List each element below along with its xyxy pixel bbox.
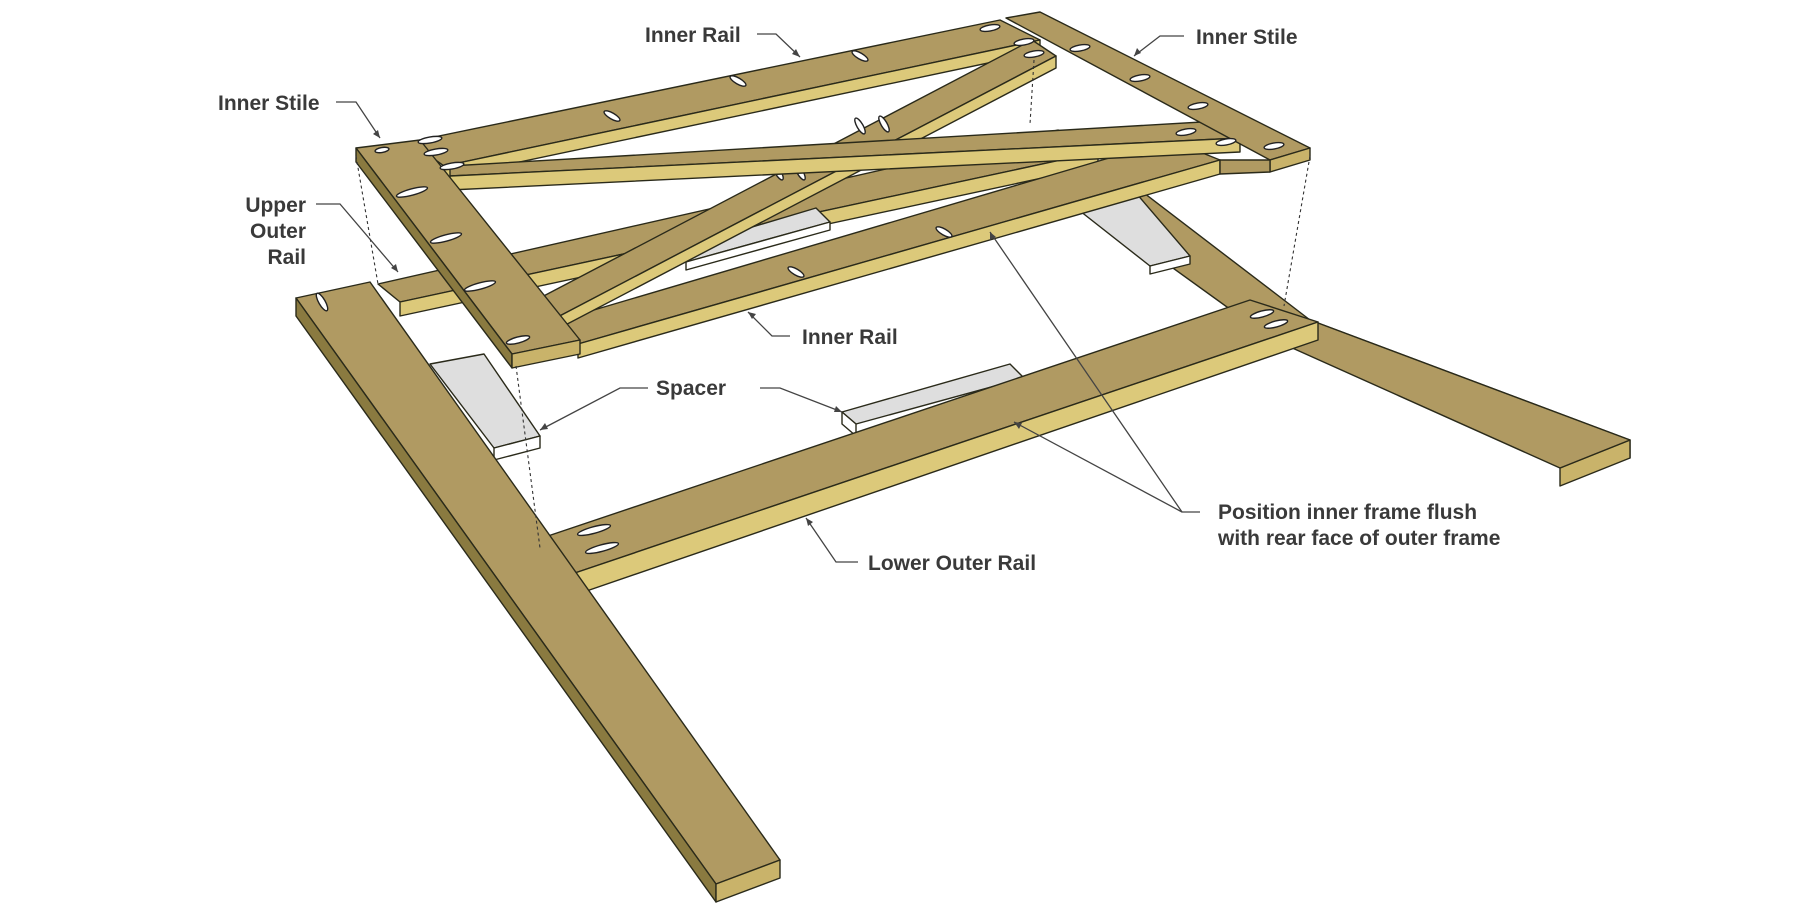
pocket-hole: [729, 75, 747, 87]
label-note-line1: Position inner frame flush: [1218, 501, 1477, 524]
spacer-back-center: [681, 207, 831, 271]
spacer-side: [1149, 255, 1191, 275]
spacer-side: [685, 221, 831, 271]
pocket-hole: [423, 147, 449, 157]
leader-inner-rail-top: [757, 33, 801, 58]
pocket-hole: [439, 161, 465, 171]
pocket-hole: [505, 335, 531, 345]
lower-outer-rail: [535, 299, 1319, 597]
label-inner-rail-bottom: Inner Rail: [802, 326, 898, 349]
callout-labels: Inner Rail Inner Stile Inner Stile Upper…: [218, 24, 1500, 575]
leader-inner-rail-bottom: [747, 311, 790, 337]
pocket-hole: [1215, 137, 1237, 147]
pocket-hole: [374, 146, 390, 154]
pocket-hole: [935, 226, 953, 238]
label-spacer: Spacer: [656, 377, 726, 400]
outer-stile-left-top: [295, 281, 781, 885]
label-inner-stile-left: Inner Stile: [218, 92, 320, 115]
pocket-hole: [1069, 43, 1091, 53]
lower-outer-rail-top: [535, 299, 1319, 579]
label-note-line2: with rear face of outer frame: [1217, 527, 1500, 550]
pocket-hole: [1263, 319, 1289, 329]
inner-stile-left-end: [511, 339, 581, 369]
pocket-hole: [1187, 101, 1209, 111]
leader-note-upper: [989, 231, 1200, 513]
arrowhead: [834, 406, 842, 412]
pocket-hole: [787, 266, 805, 278]
inner-stile-right-joint: [1219, 159, 1271, 175]
label-upper-outer-rail-2: Outer: [250, 220, 306, 243]
leader-lower-outer-rail: [805, 517, 858, 563]
outer-stile-left-end: [715, 859, 781, 903]
callout-leaders: [316, 33, 1200, 563]
pocket-hole: [463, 280, 497, 292]
arrowhead: [792, 49, 800, 57]
pocket-hole: [1129, 73, 1151, 83]
leader-upper-outer-rail: [316, 203, 399, 273]
label-upper-outer-rail-1: Upper: [245, 194, 306, 217]
pocket-hole: [417, 135, 443, 145]
pocket-hole: [576, 523, 612, 537]
arrowhead: [391, 264, 398, 272]
pocket-hole: [315, 292, 329, 312]
pocket-hole: [878, 115, 890, 133]
inner-stile-left: [355, 135, 581, 369]
pocket-hole: [1175, 127, 1197, 137]
pocket-hole: [603, 110, 621, 122]
leader-inner-stile-left: [336, 101, 381, 139]
label-inner-rail-top: Inner Rail: [645, 24, 741, 47]
alignment-lines: [355, 59, 1311, 549]
leader-spacer-center: [760, 387, 843, 413]
arrowhead: [806, 518, 813, 526]
pocket-hole: [584, 541, 620, 555]
pocket-hole: [1013, 37, 1035, 47]
pocket-hole: [979, 23, 1001, 33]
label-upper-outer-rail-3: Rail: [267, 246, 306, 269]
arrowhead: [990, 232, 996, 240]
leader-note-lower: [1013, 421, 1183, 513]
leader-inner-stile-right: [1133, 35, 1184, 57]
arrowhead: [748, 312, 756, 319]
arrowhead: [1134, 48, 1141, 56]
outer-stile-left: [295, 281, 781, 903]
pocket-hole: [854, 117, 866, 135]
pocket-hole: [395, 186, 429, 198]
arrowhead: [373, 130, 380, 138]
pocket-hole: [1023, 49, 1045, 59]
pocket-hole: [851, 50, 869, 62]
pocket-hole: [429, 232, 463, 244]
arrowhead: [1014, 422, 1022, 429]
leader-spacer-left: [539, 387, 648, 431]
label-inner-stile-right: Inner Stile: [1196, 26, 1298, 49]
inner-frame: [355, 11, 1311, 369]
diagonal-brace-a: [535, 39, 1057, 333]
inner-stile-right: [979, 11, 1311, 175]
arrowhead: [540, 423, 548, 430]
pocket-hole: [1249, 309, 1275, 319]
label-lower-outer-rail: Lower Outer Rail: [868, 552, 1036, 575]
pocket-hole: [1263, 141, 1285, 151]
